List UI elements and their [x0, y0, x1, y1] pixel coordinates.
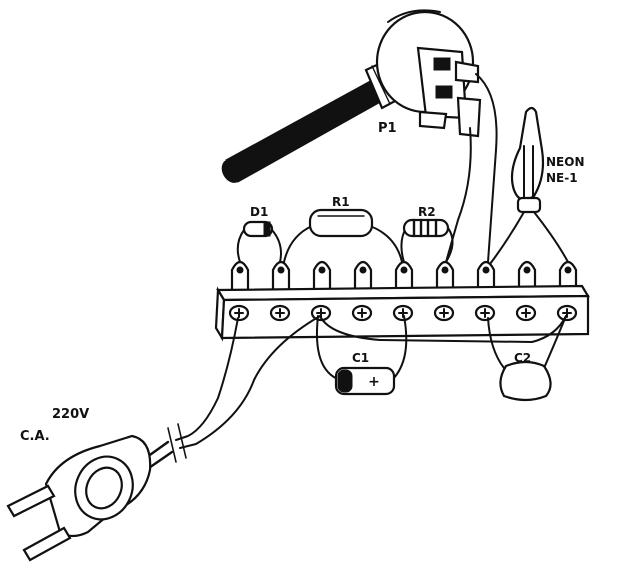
terminal-lug-hole	[400, 266, 408, 274]
terminal-lug	[435, 260, 455, 294]
plug-pin-2	[22, 526, 72, 562]
neon-base	[516, 196, 542, 214]
capacitor-c2	[499, 360, 552, 402]
label-neon-line2: NE-1	[546, 171, 578, 185]
terminal-screw-slot	[521, 308, 531, 318]
label-c2: C2	[514, 351, 531, 365]
terminal-screw-slot	[275, 308, 285, 318]
terminal-lug	[558, 260, 578, 294]
label-c1: C1	[352, 351, 369, 365]
label-d1: D1	[250, 205, 268, 219]
terminal-lug-hole	[277, 266, 285, 274]
plug-pin-1	[6, 484, 56, 518]
pot-lug-3	[418, 110, 448, 130]
pot-shaft-end	[221, 159, 243, 183]
capacitor-c1: +	[334, 366, 396, 396]
label-neon-line1: NEON	[546, 155, 584, 169]
neon-bulb	[510, 106, 545, 201]
terminal-screw-slot	[439, 308, 449, 318]
terminal-lug	[517, 260, 537, 294]
terminal-lug-hole	[482, 266, 490, 274]
terminal-lug	[230, 260, 250, 294]
neon-lamp-ne1	[510, 106, 545, 214]
terminal-lug-hole	[318, 266, 326, 274]
label-ac: C.A.	[20, 429, 50, 444]
terminal-strip	[214, 260, 590, 342]
pot-lug-2	[456, 96, 482, 138]
svg-text:+: +	[368, 374, 380, 390]
pot-shaft	[225, 79, 385, 183]
terminal-lug-hole	[523, 266, 531, 274]
terminal-lug	[312, 260, 332, 294]
pot-lug-1	[454, 60, 480, 84]
terminal-screw-slot	[562, 308, 572, 318]
terminal-lug	[271, 260, 291, 294]
resistor-r2	[402, 218, 450, 238]
terminal-screw-slot	[357, 308, 367, 318]
label-p1: P1	[378, 121, 397, 136]
terminal-lug-hole	[359, 266, 367, 274]
label-r2: R2	[418, 205, 436, 219]
terminal-lug-hole	[441, 266, 449, 274]
terminal-lug	[394, 260, 414, 294]
potentiometer-p1	[221, 9, 482, 183]
terminal-screw-slot	[316, 308, 326, 318]
resistor-r1	[308, 208, 374, 238]
terminal-lug-hole	[564, 266, 572, 274]
terminal-lug	[353, 260, 373, 294]
terminal-screw-slot	[398, 308, 408, 318]
label-r1: R1	[332, 195, 350, 209]
diode-d1	[242, 220, 274, 238]
terminal-lug-hole	[236, 266, 244, 274]
terminal-screw-slot	[234, 308, 244, 318]
label-voltage: 220V	[52, 407, 89, 422]
power-plug	[6, 434, 152, 562]
terminal-lug	[476, 260, 496, 294]
terminal-screw-slot	[480, 308, 490, 318]
